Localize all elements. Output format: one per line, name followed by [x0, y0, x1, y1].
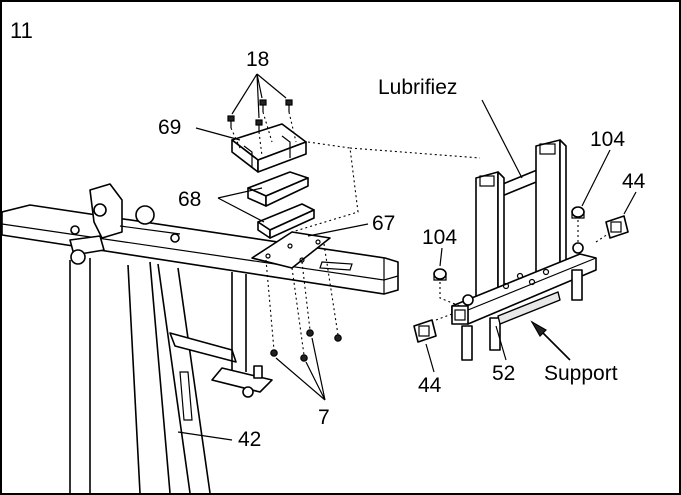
main-frame: [2, 183, 399, 493]
leader-lines: [177, 73, 637, 441]
label-part-44-left: 44: [418, 374, 442, 397]
label-part-104-left: 104: [422, 226, 457, 249]
part-69-bracket: [231, 123, 307, 173]
label-part-68: 68: [178, 188, 201, 211]
label-part-42: 42: [238, 428, 261, 451]
part-44-endcaps: [413, 215, 629, 343]
label-support: Support: [544, 362, 618, 385]
label-part-44-right: 44: [622, 170, 646, 193]
label-part-104-right: 104: [590, 128, 625, 151]
part-7-nuts: [265, 243, 342, 362]
label-part-52: 52: [492, 362, 515, 385]
label-lubrifiez: Lubrifiez: [378, 76, 457, 99]
part-68-blocks: [247, 171, 315, 239]
part-18-screws: [227, 99, 297, 157]
support-assembly: [451, 139, 597, 361]
step-number: 11: [10, 18, 33, 43]
alignment-guide: [291, 141, 359, 233]
label-part-67: 67: [372, 212, 395, 235]
part-67-plate: [251, 231, 331, 269]
label-part-69: 69: [158, 116, 181, 139]
part-104-caps: [433, 206, 585, 307]
label-part-7: 7: [318, 406, 330, 429]
label-part-18: 18: [246, 48, 269, 71]
